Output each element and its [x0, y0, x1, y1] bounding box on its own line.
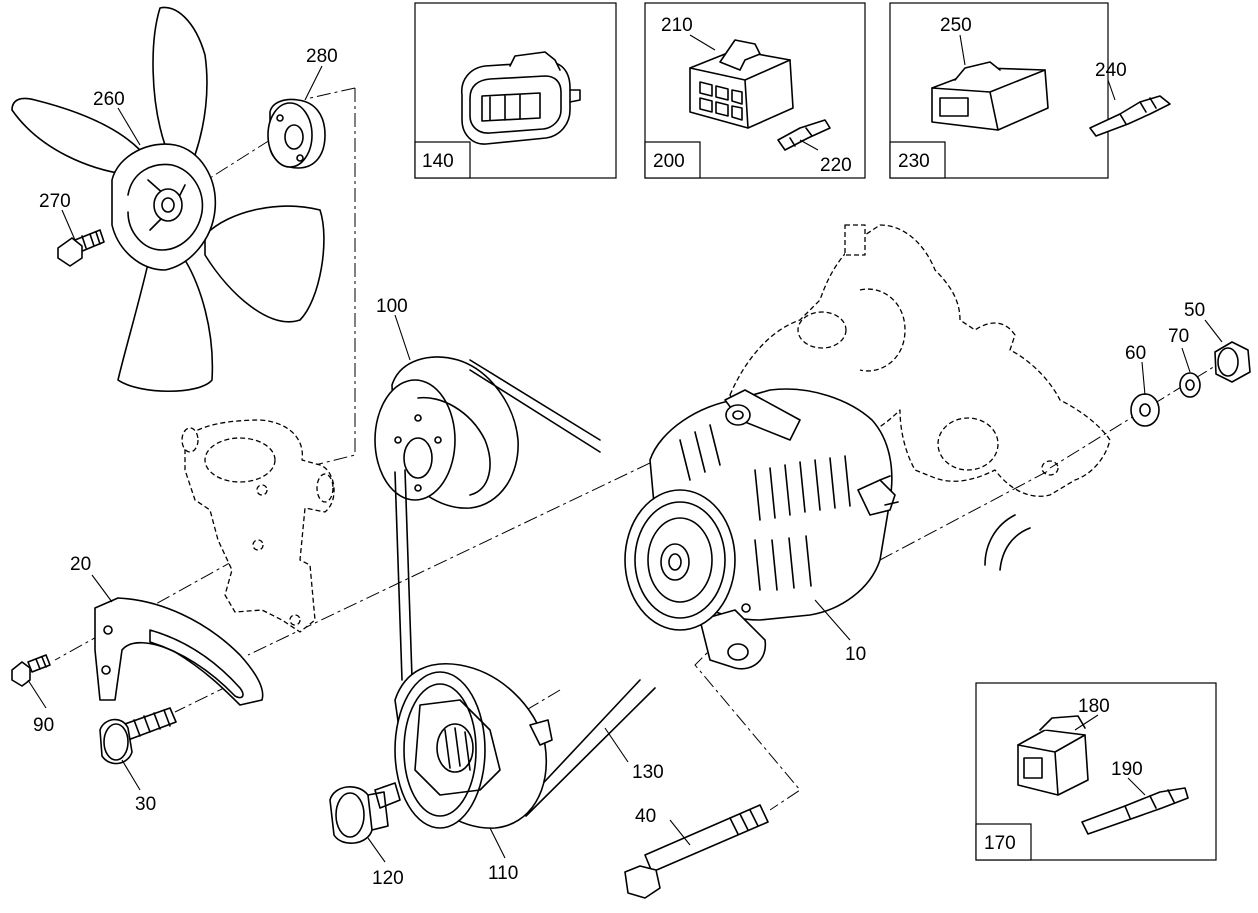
callout-270: 270: [39, 191, 71, 212]
water-pump-outline: [181, 419, 335, 633]
inset-230: 230: [889, 2, 1171, 179]
callout-130: 130: [632, 762, 664, 783]
cooling-fan: [11, 6, 325, 392]
crank-pulley-110: [394, 663, 553, 829]
connector-180-icon: [1017, 715, 1089, 796]
inset-label-230: 230: [898, 151, 930, 172]
callout-60: 60: [1125, 343, 1146, 364]
v-belt: [394, 359, 656, 817]
terminal-220-icon: [777, 119, 831, 151]
callout-280: 280: [306, 46, 338, 67]
inset-140: 140: [414, 2, 617, 179]
leader-lines: [27, 34, 1223, 863]
callout-20: 20: [70, 554, 91, 575]
nut-50: [1214, 341, 1251, 383]
bolt-30: [99, 707, 177, 765]
bolt-40: [624, 804, 769, 899]
alternator: [624, 388, 899, 670]
terminal-190-icon: [1081, 787, 1189, 835]
callout-40: 40: [635, 806, 656, 827]
callout-100: 100: [376, 296, 408, 317]
fan-spacer: [267, 98, 326, 169]
callout-250: 250: [940, 15, 972, 36]
callout-30: 30: [135, 794, 156, 815]
callout-110: 110: [488, 863, 518, 884]
connector-140-icon: [460, 51, 581, 145]
callout-labels: 10 20 30 40 50 60 70 90 100 110 120 130 …: [33, 15, 1205, 889]
inset-label-140: 140: [422, 151, 454, 172]
inset-label-200: 200: [653, 151, 685, 172]
callout-180: 180: [1078, 696, 1110, 717]
lock-washer-70: [1179, 372, 1201, 398]
callout-10: 10: [845, 644, 866, 665]
inset-170: 170: [975, 682, 1217, 861]
connector-250-icon: [931, 61, 1049, 131]
connector-210-icon: [689, 39, 794, 129]
callout-70: 70: [1168, 326, 1189, 347]
callout-50: 50: [1184, 300, 1205, 321]
bolt-120: [329, 782, 401, 844]
pulley-100: [374, 356, 519, 509]
callout-260: 260: [93, 89, 125, 110]
bolt-90: [11, 654, 51, 687]
callout-90: 90: [33, 715, 54, 736]
bolt-270: [57, 229, 105, 267]
callout-240: 240: [1095, 60, 1127, 81]
washer-60: [1130, 393, 1160, 427]
alternator-bracket: [94, 597, 264, 706]
inset-200: 200: [644, 2, 866, 179]
callout-220: 220: [820, 155, 852, 176]
terminal-240-icon: [1089, 95, 1171, 137]
callout-120: 120: [372, 868, 404, 889]
callout-190: 190: [1111, 759, 1143, 780]
inset-label-170: 170: [984, 833, 1016, 854]
callout-210: 210: [661, 15, 693, 36]
